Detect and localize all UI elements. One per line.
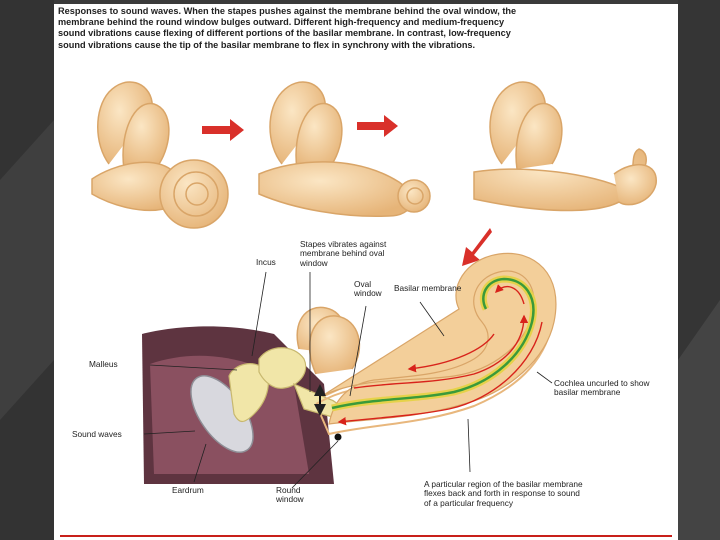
label-incus: Incus (256, 257, 276, 267)
ear-illustration (91, 81, 657, 489)
label-sound-waves: Sound waves (72, 429, 122, 439)
label-round-window: Round window (276, 485, 304, 505)
label-stapes: Stapes vibrates against membrane behind … (300, 239, 387, 268)
leader-lines (143, 271, 553, 489)
red-arrow-1 (202, 119, 244, 141)
fluid-flow-arrows (337, 284, 543, 426)
semicircular-canals (296, 306, 361, 375)
inner-ear-uncoiled (473, 81, 657, 212)
label-particular-region: A particular region of the basilar membr… (424, 479, 583, 508)
inner-ear-partial (258, 81, 431, 218)
diagram-page: Responses to sound waves. When the stape… (54, 4, 678, 540)
label-malleus: Malleus (89, 359, 118, 369)
label-oval-window: Oval window (354, 279, 382, 299)
round-window-dot (334, 433, 342, 441)
red-arrow-3 (462, 228, 492, 266)
label-basilar-membrane: Basilar membrane (394, 283, 462, 293)
inner-ear-coiled (91, 81, 229, 229)
figure-caption: Responses to sound waves. When the stape… (58, 6, 517, 50)
label-eardrum: Eardrum (172, 485, 204, 495)
red-arrow-2 (357, 115, 398, 137)
bottom-rule (60, 535, 672, 537)
label-cochlea-uncurled: Cochlea uncurled to show basilar membran… (554, 378, 650, 398)
ossicles (228, 347, 341, 423)
